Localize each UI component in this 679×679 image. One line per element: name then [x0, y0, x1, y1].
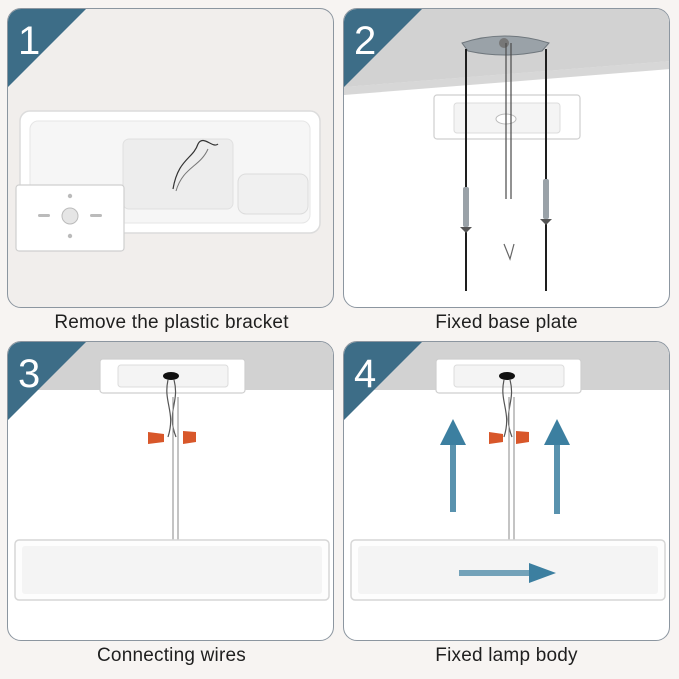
step-1-number: 1: [18, 19, 41, 63]
step-2-illustration: [344, 9, 669, 291]
step-2-panel: 2: [343, 8, 670, 308]
step-3-caption: Connecting wires: [97, 645, 246, 666]
step-4-number: 4: [354, 352, 377, 396]
step-4-caption: Fixed lamp body: [435, 645, 578, 666]
step-1-illustration: [15, 110, 321, 252]
step-1-panel: 1: [7, 8, 334, 308]
step-3-number: 3: [18, 352, 41, 396]
step-2-number: 2: [354, 19, 377, 63]
step-2-caption: Fixed base plate: [435, 312, 578, 333]
step-3-illustration: [8, 342, 333, 601]
step-3-panel: 3: [7, 341, 334, 641]
step-4-panel: 4: [343, 341, 670, 641]
step-1-caption: Remove the plastic bracket: [54, 312, 289, 333]
step-4-illustration: [344, 342, 669, 601]
